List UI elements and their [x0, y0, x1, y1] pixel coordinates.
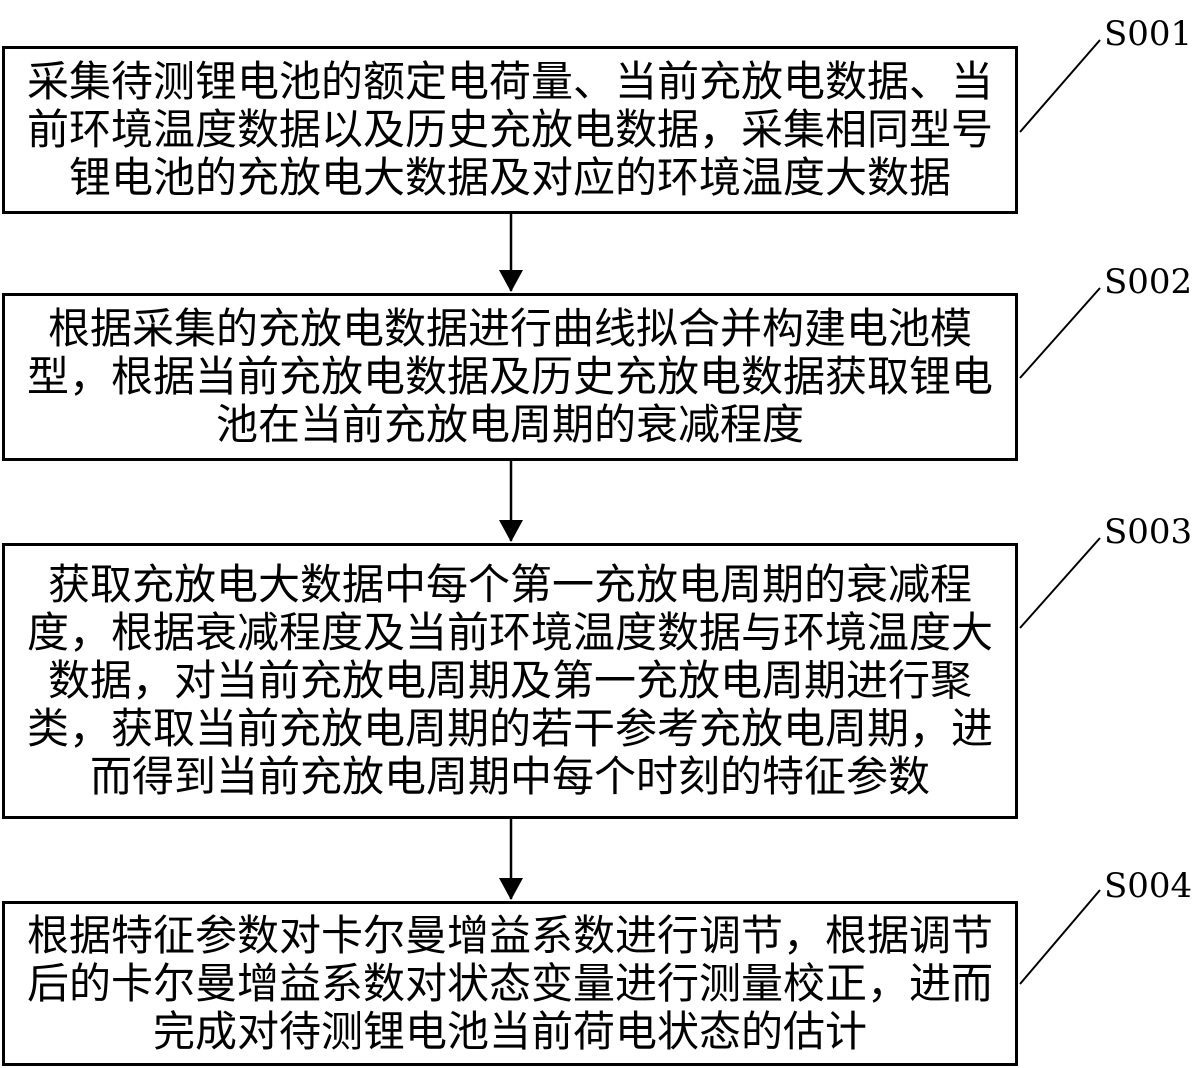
step-text-s003: 获取充放电大数据中每个第一充放电周期的衰减程度，根据衰减程度及当前环境温度数据与…: [26, 560, 993, 801]
leader-line-s001: [1019, 39, 1101, 133]
step-text-s001: 采集待测锂电池的额定电荷量、当前充放电数据、当前环境温度数据以及历史充放电数据，…: [26, 57, 993, 202]
leader-line-s004: [1019, 889, 1101, 985]
step-box-s004: 根据特征参数对卡尔曼增益系数进行调节，根据调节后的卡尔曼增益系数对状态变量进行测…: [2, 901, 1018, 1066]
step-text-s004: 根据特征参数对卡尔曼增益系数进行调节，根据调节后的卡尔曼增益系数对状态变量进行测…: [26, 910, 993, 1056]
step-text-s002: 根据采集的充放电数据进行曲线拟合并构建电池模型，根据当前充放电数据及历史充放电数…: [26, 304, 993, 449]
step-box-s001: 采集待测锂电池的额定电荷量、当前充放电数据、当前环境温度数据以及历史充放电数据，…: [2, 46, 1018, 214]
step-box-s003: 获取充放电大数据中每个第一充放电周期的衰减程度，根据衰减程度及当前环境温度数据与…: [2, 543, 1018, 819]
step-label-s003: S003: [1104, 512, 1193, 552]
leader-line-s003: [1019, 537, 1101, 629]
step-label-s001: S001: [1104, 14, 1193, 54]
arrowhead-s002: [499, 270, 523, 292]
step-box-s002: 根据采集的充放电数据进行曲线拟合并构建电池模型，根据当前充放电数据及历史充放电数…: [2, 293, 1018, 461]
arrowhead-s004: [499, 878, 523, 900]
leader-line-s002: [1019, 287, 1101, 379]
step-label-s002: S002: [1104, 262, 1193, 302]
arrowhead-s003: [499, 520, 523, 542]
step-label-s004: S004: [1104, 866, 1193, 906]
